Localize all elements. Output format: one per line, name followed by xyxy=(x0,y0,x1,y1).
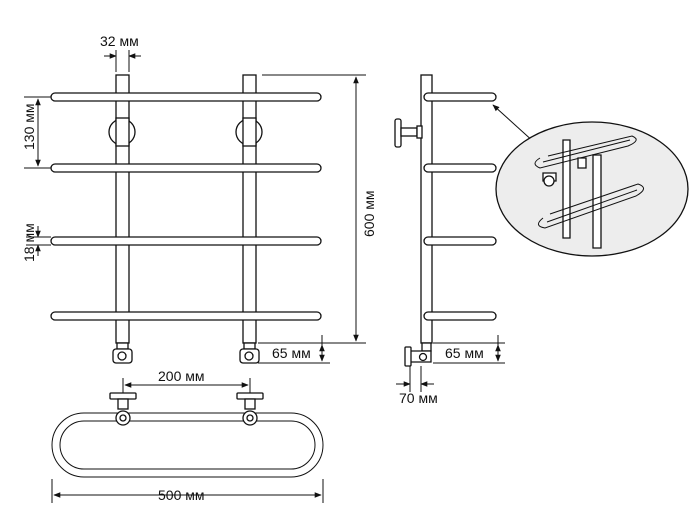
front-rung-1 xyxy=(50,92,322,102)
front-right-post xyxy=(242,74,257,344)
dim-center-distance-label: 200 мм xyxy=(158,368,205,384)
dim-width: 500 мм xyxy=(51,479,324,503)
dim-rung-spacing-label: 130 мм xyxy=(21,104,37,151)
front-rung-3 xyxy=(50,236,322,246)
side-post xyxy=(420,74,433,344)
dim-pipe-diameter-label: 32 мм xyxy=(100,33,139,49)
dim-rung-diameter-label: 18 мм xyxy=(21,223,37,262)
top-right-bracket xyxy=(236,392,264,426)
dim-outlet-height-front: 65 мм xyxy=(258,335,330,364)
dim-height: 600 мм xyxy=(262,74,377,344)
front-left-connector xyxy=(112,342,133,364)
top-loop-outer xyxy=(51,412,324,478)
side-wall-bracket xyxy=(394,118,423,148)
dim-outlet-height-side: 65 мм xyxy=(433,335,505,364)
dim-pipe-diameter: 32 мм xyxy=(100,33,141,72)
dim-width-label: 500 мм xyxy=(158,487,205,503)
dim-outlet-height-front-label: 65 мм xyxy=(272,345,311,361)
dim-outlet-height-side-label: 65 мм xyxy=(445,345,484,361)
side-rung-3 xyxy=(423,236,497,246)
front-view xyxy=(50,74,322,364)
side-rung-4 xyxy=(423,311,497,321)
side-bottom-connector xyxy=(404,342,432,367)
side-view xyxy=(394,74,497,367)
front-right-connector xyxy=(239,342,260,364)
top-left-bracket xyxy=(109,392,137,426)
front-rung-4 xyxy=(50,311,322,321)
side-rung-1 xyxy=(423,92,497,102)
dim-height-label: 600 мм xyxy=(361,191,377,238)
top-view xyxy=(51,392,324,478)
front-rung-2 xyxy=(50,163,322,173)
dim-rung-spacing: 130 мм xyxy=(21,96,51,169)
top-loop-inner xyxy=(59,420,316,470)
detail-ellipse xyxy=(495,121,689,257)
dim-wall-offset-label: 70 мм xyxy=(399,390,438,406)
dim-rung-diameter: 18 мм xyxy=(21,223,51,262)
side-rung-2 xyxy=(423,163,497,173)
detail-callout xyxy=(492,104,689,257)
detail-leader-arrow xyxy=(492,104,536,144)
dim-center-distance: 200 мм xyxy=(122,368,251,393)
front-left-post xyxy=(115,74,130,344)
dim-wall-offset: 70 мм xyxy=(396,366,438,406)
